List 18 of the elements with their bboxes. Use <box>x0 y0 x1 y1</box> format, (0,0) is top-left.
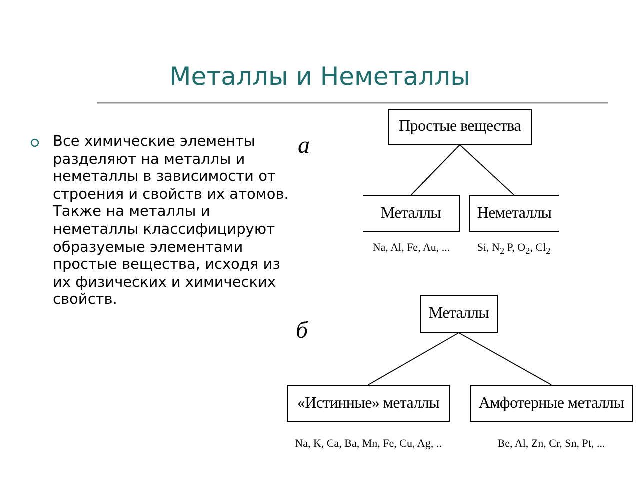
connector-line <box>458 332 552 386</box>
element-list: Na, K, Ca, Ba, Mn, Fe, Cu, Ag, .. <box>295 438 442 450</box>
category-box: Амфотерные металлы <box>470 385 633 422</box>
category-box: Металлы <box>363 195 460 232</box>
connector-line <box>411 144 460 196</box>
title: Металлы и Неметаллы <box>168 62 472 91</box>
category-box: Металлы <box>420 295 498 333</box>
category-box: Неметаллы <box>469 195 559 232</box>
category-box: Простые вещества <box>388 109 532 145</box>
panel-letter: а <box>298 133 310 160</box>
category-box: «Истинные» металлы <box>287 385 450 422</box>
connector-line <box>368 332 460 386</box>
panel-letter: б <box>296 318 308 345</box>
element-list: Si, N$_{2}$ P, O$_{2}$, Cl$_{2}$ <box>477 242 551 256</box>
description-paragraph: Все химические элементы разделяют на металлы и неметаллы в зависимости от строения и свойств их атомов. Также на металлы и неметаллы классифицируют образуемые элементами простые вещества, исходя из их физических и химических свойств. <box>53 134 290 310</box>
connector-line <box>460 144 514 196</box>
element-list: Na, Al, Fe, Au, ... <box>372 242 450 254</box>
element-list: Be, Al, Zn, Cr, Sn, Pt, ... <box>498 438 606 450</box>
